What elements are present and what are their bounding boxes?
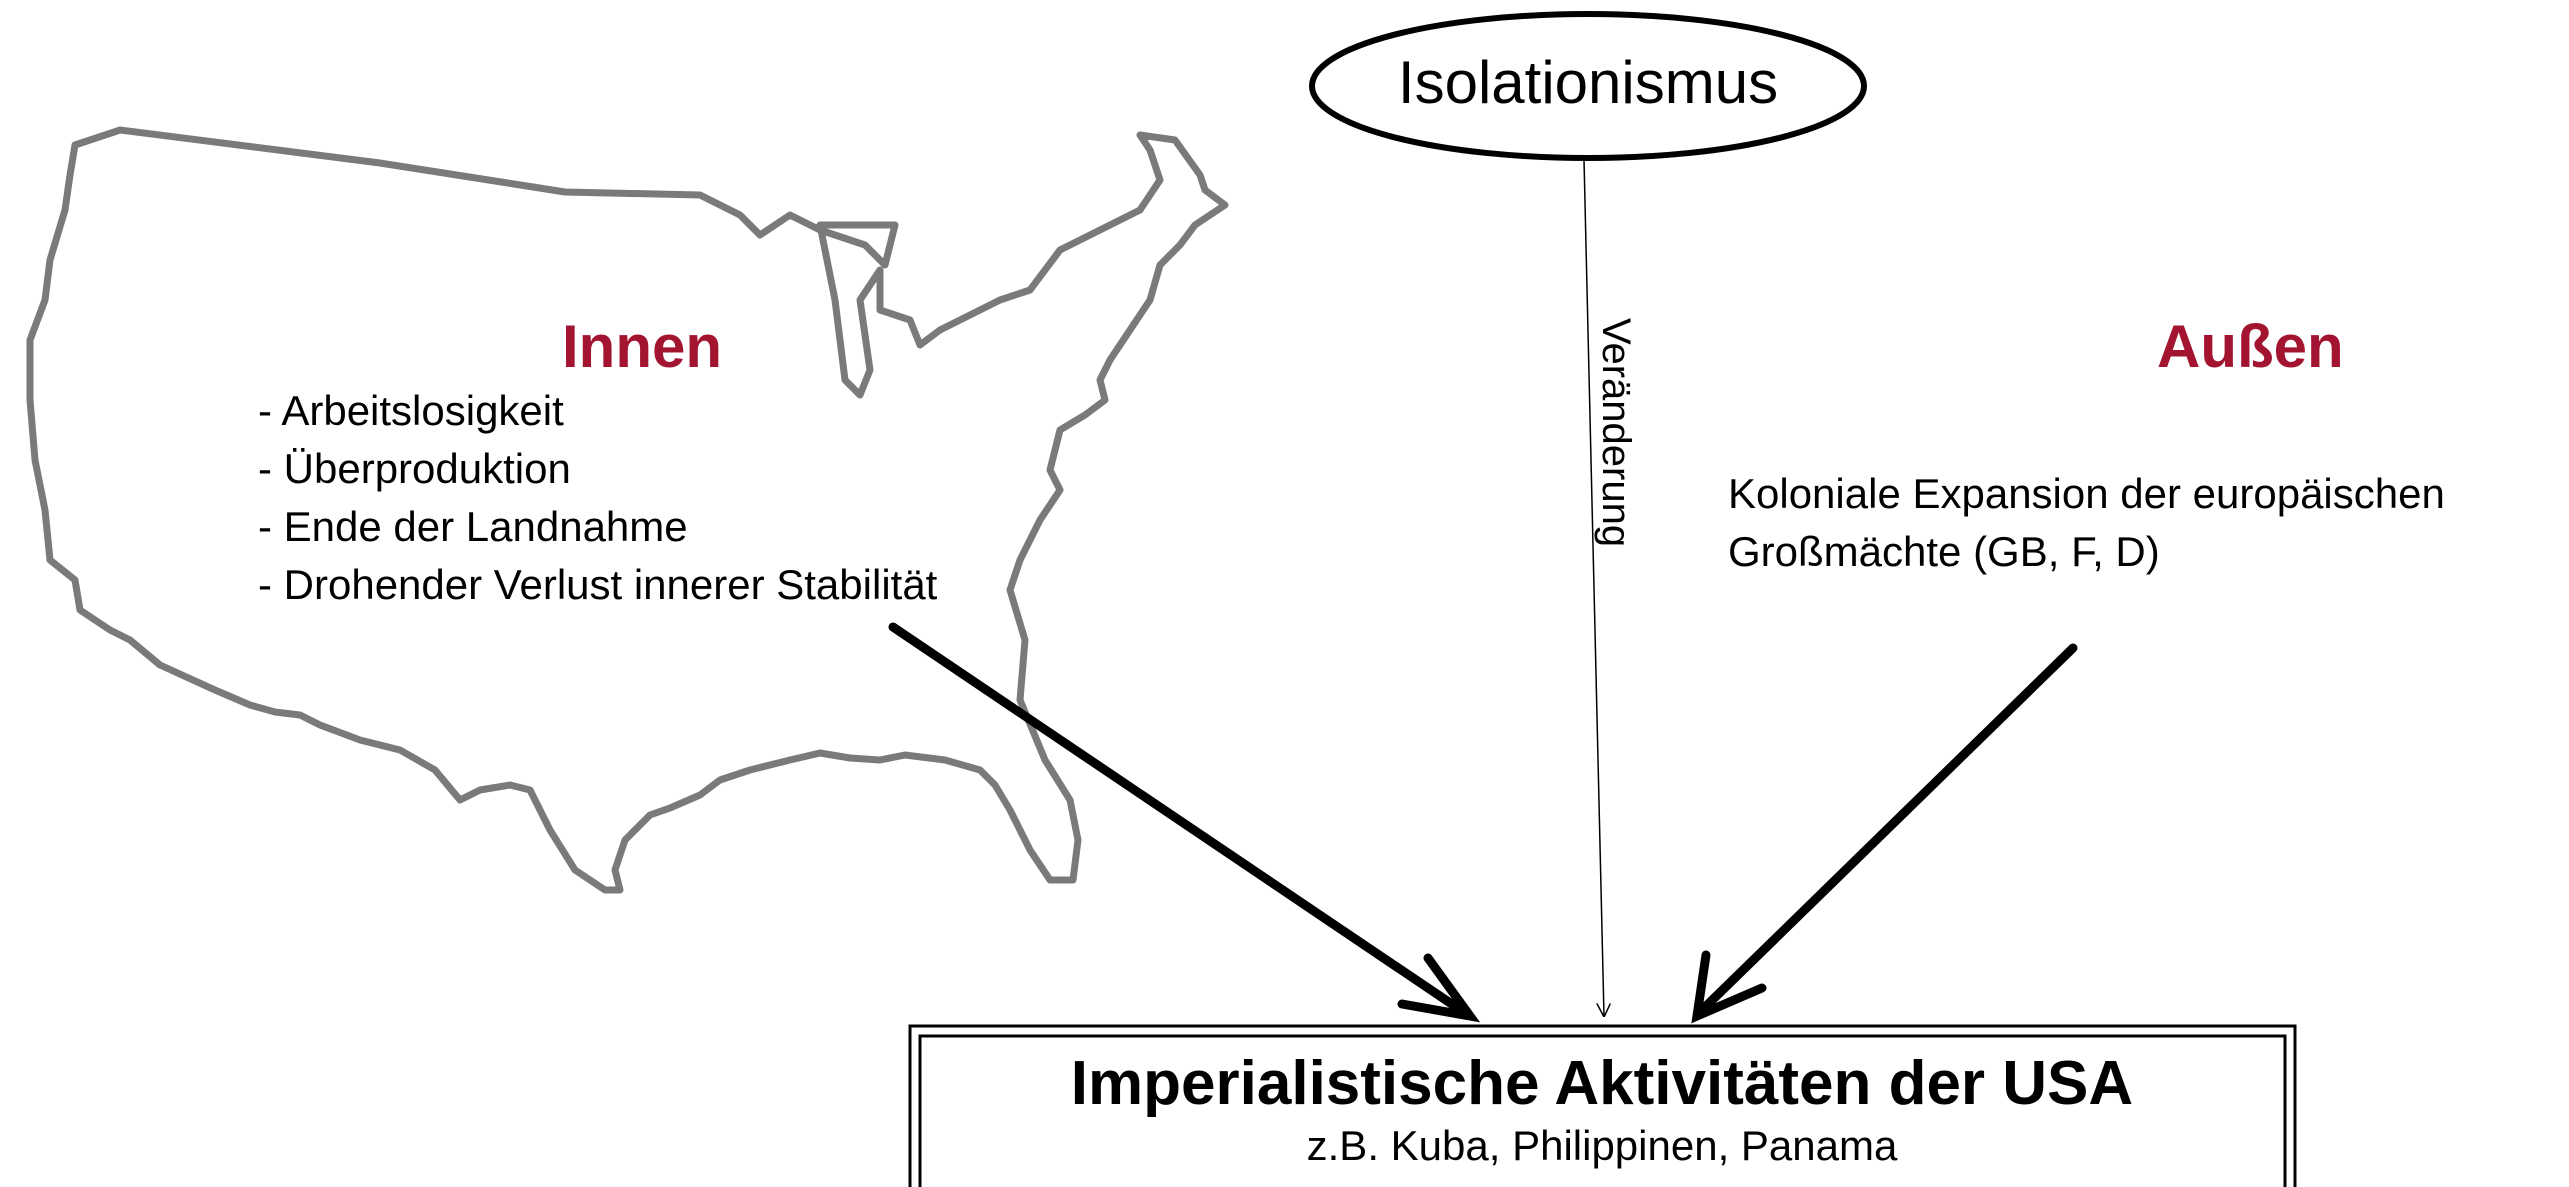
outer-text: Koloniale Expansion der europäischen Gro…	[1728, 465, 2445, 581]
outer-heading: Außen	[2157, 313, 2344, 380]
inner-list-item: - Arbeitslosigkeit	[258, 387, 564, 434]
inner-list-item: - Drohender Verlust innerer Stabilität	[258, 561, 938, 608]
inner-list: - Arbeitslosigkeit - Überproduktion - En…	[258, 382, 937, 614]
change-arrow-label: Veränderung	[1594, 318, 1638, 548]
outer-text-line: Koloniale Expansion der europäischen	[1728, 470, 2445, 517]
inner-list-item: - Ende der Landnahme	[258, 503, 688, 550]
inner-heading: Innen	[562, 313, 722, 380]
isolationismus-label: Isolationismus	[1397, 49, 1779, 116]
result-box	[908, 1024, 2297, 1187]
result-title: Imperialistische Aktivitäten der USA	[1070, 1049, 2134, 1118]
result-subtitle: z.B. Kuba, Philippinen, Panama	[1306, 1122, 1898, 1169]
inner-list-item: - Überproduktion	[258, 445, 571, 492]
change-arrow	[1583, 159, 1604, 1016]
isolationismus-oval	[1309, 11, 1867, 161]
outer-text-line: Großmächte (GB, F, D)	[1728, 528, 2160, 575]
usa-map-outline-icon	[26, 126, 1229, 894]
inner-arrow	[888, 622, 1481, 1023]
outer-arrow	[1691, 643, 2078, 1024]
